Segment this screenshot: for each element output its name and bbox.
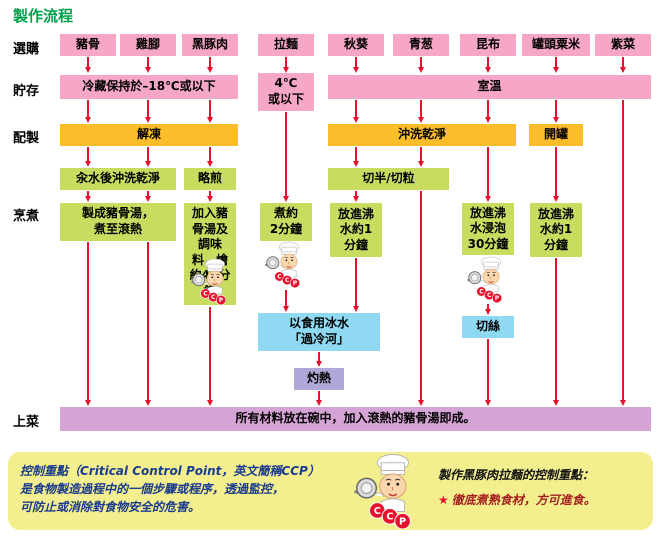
prep-rinse: 沖洗乾淨 [328, 124, 516, 146]
cook-pork-soup: 製成豬骨湯， 煮至滾熱 [60, 203, 176, 241]
flow-arrow [484, 339, 491, 406]
stage-label-buy: 選購 [13, 42, 40, 57]
storage-chilled-line1: 4℃ [274, 76, 298, 91]
flow-arrow [552, 57, 559, 73]
ingredient-ramen: 拉麵 [258, 34, 314, 56]
flow-arrow [282, 57, 289, 73]
cook-soak-kombu: 放進沸水浸泡30分鐘 [462, 203, 514, 255]
ccp-definition-line1: 控制重點（Critical Control Point，英文簡稱CCP） [20, 464, 320, 478]
flow-arrow [484, 57, 491, 73]
prep-pan-fry: 略煎 [184, 168, 236, 190]
ccp-chef-icon-kombu [467, 256, 509, 303]
flow-arrow [144, 57, 151, 73]
cook-boil-ramen-line1: 煮約 [273, 206, 298, 221]
flow-arrow [206, 100, 213, 123]
flow-arrow [417, 191, 424, 406]
flow-arrow [352, 147, 359, 167]
flow-arrow [552, 258, 559, 406]
ingredient-kombu: 昆布 [460, 34, 516, 56]
cook-ice-bath-line2: 「過冷河」 [288, 332, 349, 346]
serve-bar: 所有材料放在碗中，加入滾熱的豬骨湯即成。 [60, 407, 651, 431]
ccp-key-point: ★徹底煮熟食材，方可進食。 [438, 491, 596, 508]
ingredient-okra: 秋葵 [328, 34, 384, 56]
ccp-definition-line2: 是食物製造過程中的一個步驟或程序，透過監控， [20, 482, 285, 496]
ccp-note-panel: 控制重點（Critical Control Point，英文簡稱CCP） 是食物… [8, 452, 653, 530]
flow-arrow [84, 100, 91, 123]
stage-label-serve: 上菜 [13, 415, 40, 430]
storage-room-temp: 室溫 [328, 75, 651, 99]
flow-arrow [206, 307, 213, 406]
ingredient-scallion: 青葱 [393, 34, 449, 56]
flow-arrow [619, 100, 626, 406]
flow-arrow [84, 242, 91, 406]
flow-arrow [484, 304, 491, 315]
flow-arrow [417, 147, 424, 167]
cook-boil-ramen: 煮約 2分鐘 [260, 203, 312, 241]
flow-arrow [144, 147, 151, 167]
ingredient-canned-corn: 罐頭粟米 [522, 34, 590, 56]
flow-arrow [552, 147, 559, 202]
flow-arrow [84, 57, 91, 73]
flow-arrow [619, 57, 626, 73]
flow-arrow [352, 57, 359, 73]
stage-label-prepare: 配製 [13, 131, 40, 146]
flow-arrow [84, 191, 91, 202]
flow-arrow [552, 100, 559, 123]
cook-pork-soup-line1: 製成豬骨湯， [81, 206, 154, 221]
flow-arrow [206, 147, 213, 167]
storage-frozen: 冷藏保持於–18℃或以下 [60, 75, 238, 99]
star-icon: ★ [438, 493, 449, 507]
ingredient-chicken-feet: 雞腳 [120, 34, 176, 56]
page-title: 製作流程 [13, 7, 74, 25]
ingredient-pork-bone: 豬骨 [60, 34, 116, 56]
flow-arrow [282, 112, 289, 202]
cook-ice-bath-line1: 以食用冰水 [288, 316, 349, 331]
flow-arrow [144, 100, 151, 123]
flow-arrow [144, 191, 151, 202]
stage-label-cook: 烹煮 [13, 209, 40, 224]
prep-defrost: 解凍 [60, 124, 238, 146]
flow-arrow [206, 57, 213, 73]
flow-arrow [352, 191, 359, 202]
flow-arrow [144, 242, 151, 406]
ccp-key-point-text: 徹底煮熟食材，方可進食。 [451, 493, 596, 507]
flow-arrow [352, 100, 359, 123]
cook-ice-bath: 以食用冰水 「過冷河」 [258, 313, 380, 351]
ccp-chef-icon-stew [191, 258, 233, 305]
cook-pork-soup-line2: 煮至滾熱 [93, 222, 142, 236]
flow-arrow [84, 147, 91, 167]
ingredient-black-pork: 黑豚肉 [182, 34, 238, 56]
ccp-chef-icon-large [353, 453, 423, 529]
flow-arrow [417, 100, 424, 123]
prep-cut-half-dice: 切半/切粒 [328, 168, 449, 190]
flow-arrow [484, 147, 491, 202]
cook-shred: 切絲 [462, 316, 514, 338]
ccp-key-point-title: 製作黑豚肉拉麵的控制重點： [438, 468, 595, 482]
stage-label-store: 貯存 [13, 84, 40, 99]
ingredient-seaweed: 紫菜 [595, 34, 651, 56]
flow-arrow [315, 352, 322, 367]
flow-arrow [315, 391, 322, 406]
storage-chilled-line2: 或以下 [267, 92, 304, 106]
ccp-chef-icon-ramen [265, 241, 307, 288]
storage-chilled: 4℃ 或以下 [258, 73, 314, 111]
flow-arrow [417, 57, 424, 73]
prep-blanch-rinse: 汆水後沖洗乾淨 [60, 168, 176, 190]
ccp-definition-line3: 可防止或消除對食物安全的危害。 [20, 500, 201, 514]
cook-boil-corn: 放進沸水約1分鐘 [530, 203, 582, 257]
flow-arrow [484, 100, 491, 123]
flow-arrow [206, 191, 213, 202]
cook-reheat: 灼熱 [294, 368, 344, 390]
cook-boil-okra: 放進沸水約1分鐘 [330, 203, 382, 257]
flow-arrow [282, 290, 289, 312]
flow-arrow [352, 258, 359, 312]
prep-open-can: 開罐 [529, 124, 583, 146]
cook-boil-ramen-line2: 2分鐘 [269, 222, 303, 236]
